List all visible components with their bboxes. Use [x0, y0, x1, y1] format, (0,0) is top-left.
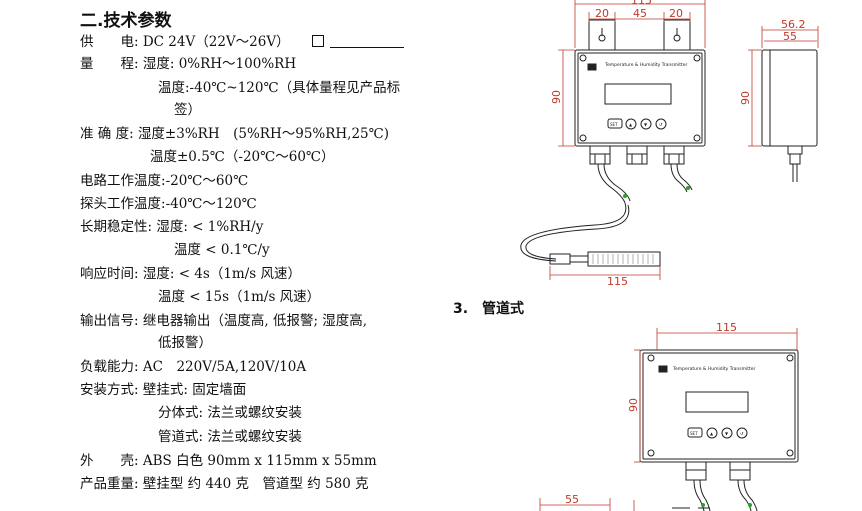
dim-height: 90 — [550, 90, 563, 104]
spec-weight: 产品重量: 壁挂型 约 440 克 管道型 约 580 克 — [80, 475, 369, 493]
spec-value: 湿度: < 1%RH/y — [156, 219, 264, 235]
spec-housing: 外 壳: ABS 白色 90mm x 115mm x 55mm — [80, 452, 377, 470]
spec-value: ABS 白色 90mm x 115mm x 55mm — [142, 453, 377, 469]
wall-mount-front-view — [520, 19, 706, 267]
pipe-button-set: SET — [690, 431, 698, 436]
dim-probe-length: 115 — [607, 275, 628, 288]
spec-value: 壁挂式: 固定墙面 — [142, 382, 247, 398]
spec-label: 负载能力: — [80, 359, 139, 375]
lcd-display — [604, 83, 672, 105]
pipe-button-up: ▲ — [710, 431, 714, 436]
spec-label: 外 壳: — [80, 453, 139, 469]
button-down: ▼ — [644, 122, 648, 127]
spec-label: 长期稳定性: — [80, 219, 153, 235]
blank-line — [329, 47, 404, 48]
checkbox — [311, 35, 324, 47]
dim-bracket-mid: 45 — [633, 7, 647, 20]
pipe-button-back: ↺ — [740, 431, 744, 436]
spec-value: 湿度: 0%RH～100%RH — [142, 56, 297, 72]
pipe-button-down: ▼ — [725, 431, 729, 436]
pipe-section-title: 3. 管道式 — [453, 301, 525, 317]
spec-value: 继电器输出（温度高, 低报警; 湿度高, — [142, 313, 368, 329]
spec-label: 电路工作温度: — [80, 173, 166, 189]
dim-pipe-width: 115 — [716, 321, 737, 334]
spec-range: 量 程: 湿度: 0%RH～100%RH — [80, 55, 296, 73]
dim-pipe-bottom: 55 — [565, 493, 579, 506]
spec-stability: 长期稳定性: 湿度: < 1%RH/y — [80, 218, 263, 236]
spec-stability-line2: 温度 < 0.1℃/y — [174, 242, 270, 258]
spec-label: 准 确 度: — [80, 126, 134, 142]
side-view — [761, 49, 818, 182]
spec-range-line2: 温度:-40℃~120℃（具体量程见产品标 — [158, 80, 401, 96]
spec-response: 响应时间: 湿度: < 4s（1m/s 风速） — [80, 265, 301, 283]
spec-probe-temp: 探头工作温度:-40℃～120℃ — [80, 195, 257, 213]
dim-side-depth-inner: 55 — [783, 30, 797, 43]
spec-output: 输出信号: 继电器输出（温度高, 低报警; 湿度高, — [80, 312, 367, 330]
spec-value: AC 220V/5A,120V/10A — [142, 359, 307, 375]
spec-value: 湿度±3%RH (5%RH～95%RH,25℃) — [137, 126, 390, 142]
spec-label: 输出信号: — [80, 313, 139, 329]
spec-power: 供 电: DC 24V（22V～26V） — [80, 33, 404, 51]
spec-range-line3: 签） — [174, 102, 201, 118]
button-back: ↺ — [659, 122, 663, 127]
dim-side-height: 90 — [739, 91, 752, 105]
spec-load: 负载能力: AC 220V/5A,120V/10A — [80, 358, 306, 376]
spec-label: 量 程: — [80, 56, 139, 72]
spec-label: 产品重量: — [80, 476, 139, 492]
spec-response-line2: 温度 < 15s（1m/s 风速） — [158, 289, 321, 305]
device-label: Temperature & Humidity Transmitter — [604, 62, 688, 68]
spec-value: 湿度: < 4s（1m/s 风速） — [142, 266, 301, 282]
spec-accuracy: 准 确 度: 湿度±3%RH (5%RH～95%RH,25℃) — [80, 125, 389, 143]
probe — [587, 251, 661, 267]
spec-circuit-temp: 电路工作温度:-20℃～60℃ — [80, 172, 248, 190]
section-title: 二.技术参数 — [80, 11, 172, 31]
spec-mounting-line2: 分体式: 法兰或螺纹安装 — [158, 405, 302, 421]
dim-bracket-right: 20 — [669, 7, 683, 20]
spec-output-line2: 低报警） — [158, 335, 212, 351]
dim-bracket-left: 20 — [595, 7, 609, 20]
dim-pipe-height: 90 — [627, 398, 640, 412]
button-up: ▲ — [629, 122, 633, 127]
spec-value: 壁挂型 约 440 克 管道型 约 580 克 — [142, 476, 369, 492]
spec-label: 供 电: — [80, 34, 139, 50]
pipe-type-front-view — [639, 349, 799, 511]
dim-side-depth-outer: 56.2 — [781, 18, 806, 31]
device-label-pipe: Temperature & Humidity Transmitter — [672, 366, 756, 372]
spec-value: DC 24V（22V～26V） — [142, 34, 290, 50]
button-set: SET — [610, 122, 618, 127]
spec-accuracy-line2: 温度±0.5℃（-20℃～60℃） — [150, 149, 335, 165]
spec-mounting: 安装方式: 壁挂式: 固定墙面 — [80, 381, 246, 399]
spec-value: -40℃～120℃ — [165, 196, 257, 212]
spec-mounting-line3: 管道式: 法兰或螺纹安装 — [158, 429, 302, 445]
spec-value: -20℃～60℃ — [165, 173, 249, 189]
spec-label: 探头工作温度: — [80, 196, 166, 212]
spec-label: 响应时间: — [80, 266, 139, 282]
spec-label: 安装方式: — [80, 382, 139, 398]
dim-top-width: 115 — [631, 0, 652, 7]
